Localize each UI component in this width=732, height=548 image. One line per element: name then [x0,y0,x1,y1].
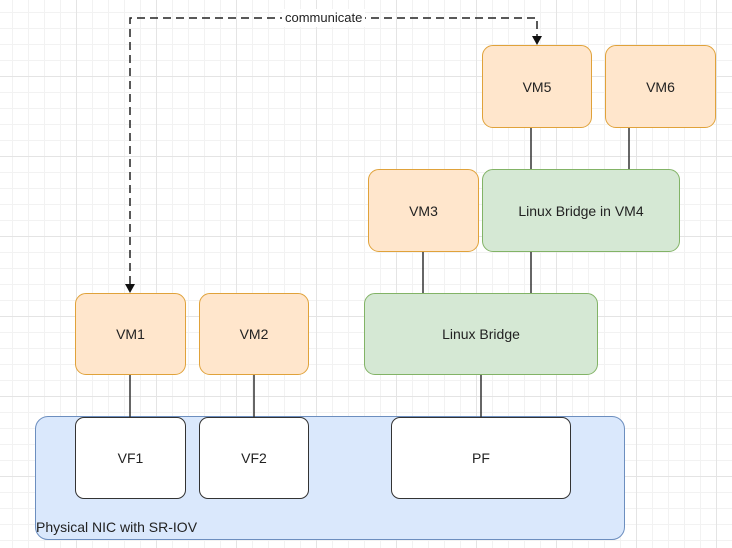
physical-nic-label: Physical NIC with SR-IOV [36,519,198,535]
vm3-box[interactable]: VM3 [368,169,479,252]
linux-bridge-label: Linux Bridge [442,326,520,342]
vf2-box[interactable]: VF2 [199,417,309,499]
vm3-label: VM3 [409,202,438,219]
vm5-label: VM5 [522,78,552,95]
arrowhead-vm5 [532,36,542,45]
linux-bridge-box[interactable]: Linux Bridge [364,293,598,375]
communicate-label: communicate [282,9,366,27]
vf1-box[interactable]: VF1 [75,417,186,499]
vm1-box[interactable]: VM1 [75,293,186,375]
pf-label: PF [472,450,490,466]
linux-bridge-in-vm4-label: Linux Bridge in VM4 [518,202,644,219]
vm6-label: VM6 [646,78,675,95]
vm5-box[interactable]: VM5 [482,45,592,128]
vm2-label: VM2 [239,326,269,342]
arrowhead-vm1 [125,284,135,293]
vf2-label: VF2 [241,450,267,466]
vm2-box[interactable]: VM2 [199,293,309,375]
linux-bridge-in-vm4-box[interactable]: Linux Bridge in VM4 [482,169,680,252]
vf1-label: VF1 [117,450,144,466]
vm1-label: VM1 [116,326,145,342]
pf-box[interactable]: PF [391,417,571,499]
vm6-box[interactable]: VM6 [605,45,716,128]
